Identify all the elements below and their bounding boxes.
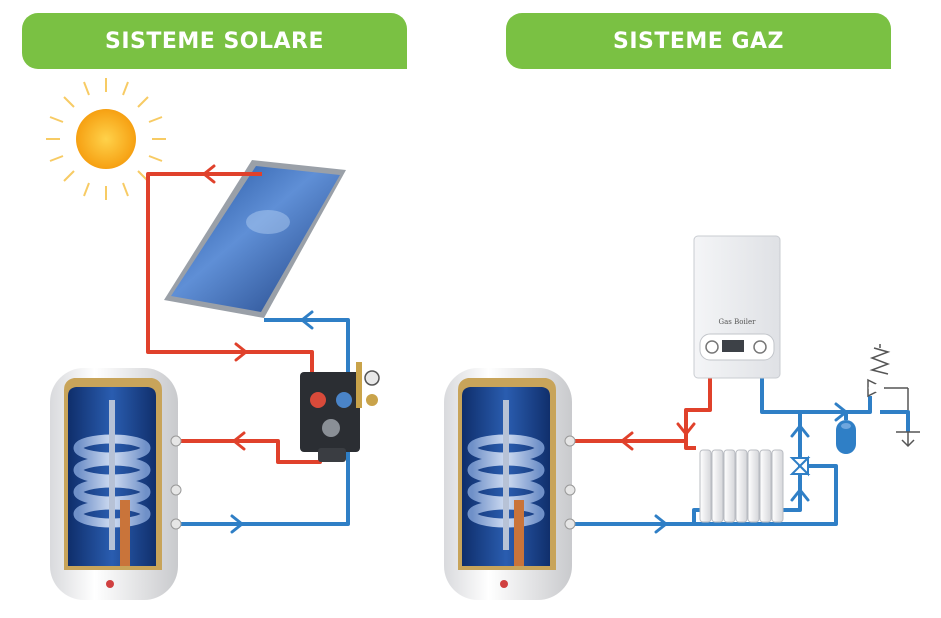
safety-valve-icon (867, 344, 909, 410)
gas-hot-pipe (570, 378, 712, 450)
sun-icon (46, 78, 166, 200)
solar-flow-arrows (202, 164, 314, 534)
gas-cold-pipe (570, 378, 910, 526)
gas-boiler-icon: Gas Boiler (693, 235, 781, 379)
pump-station-icon (300, 362, 380, 462)
expansion-vessel-icon (836, 420, 856, 454)
gas-boiler-brand: Gas Boiler (719, 318, 757, 326)
solar-system-diagram (46, 78, 380, 600)
tab-sisteme-solare[interactable]: SISTEME SOLARE (22, 13, 407, 69)
tab-sisteme-gaz-label: SISTEME GAZ (612, 28, 785, 54)
gas-flow-arrows (620, 402, 848, 534)
solar-panel-icon (164, 160, 346, 318)
tab-sisteme-gaz[interactable]: SISTEME GAZ (506, 13, 891, 69)
gas-system-diagram: Gas Boiler (444, 235, 920, 600)
three-way-valve-icon (789, 455, 811, 477)
drain-arrow-icon (896, 431, 920, 448)
water-tank-icon (444, 368, 576, 600)
radiator-icon (699, 449, 784, 523)
solar-cold-pipe (176, 318, 350, 526)
water-tank-icon (50, 368, 182, 600)
tab-sisteme-solare-label: SISTEME SOLARE (104, 28, 325, 54)
